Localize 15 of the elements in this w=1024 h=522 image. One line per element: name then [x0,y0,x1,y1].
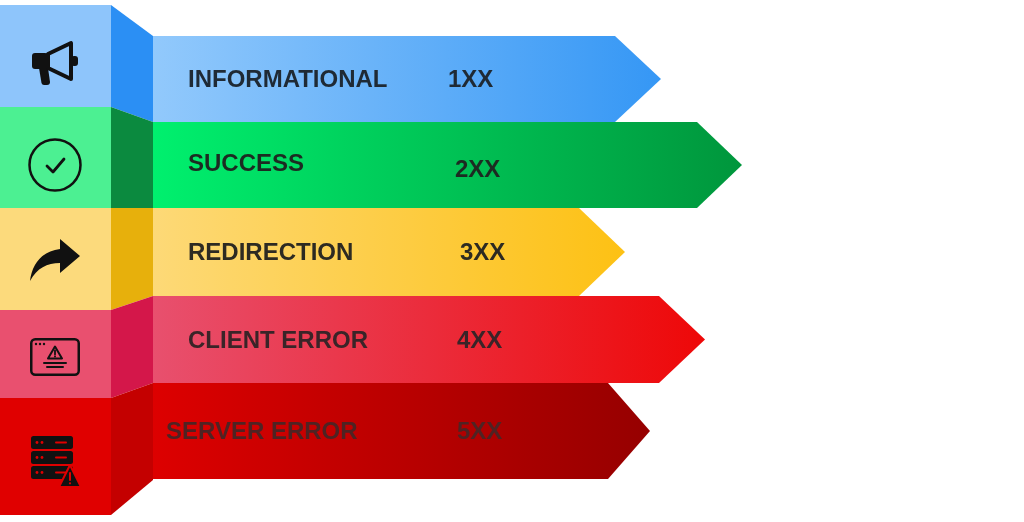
arrow-banner [153,122,742,208]
status-code-label: 5XX [457,419,503,443]
arrow-banner [153,36,661,122]
status-category-label: REDIRECTION [188,240,354,264]
status-category-label: INFORMATIONAL [188,67,388,91]
status-code-label: 2XX [455,157,501,181]
status-category-label: SERVER ERROR [166,419,358,443]
status-code-label: 1XX [448,67,494,91]
arrow-banner [153,383,650,479]
arrow-banner [153,296,705,383]
status-code-label: 4XX [457,327,503,352]
arrow-banner [153,208,625,296]
status-category-label: SUCCESS [188,151,305,175]
status-code-label: 3XX [460,240,506,264]
status-category-label: CLIENT ERROR [188,327,368,352]
